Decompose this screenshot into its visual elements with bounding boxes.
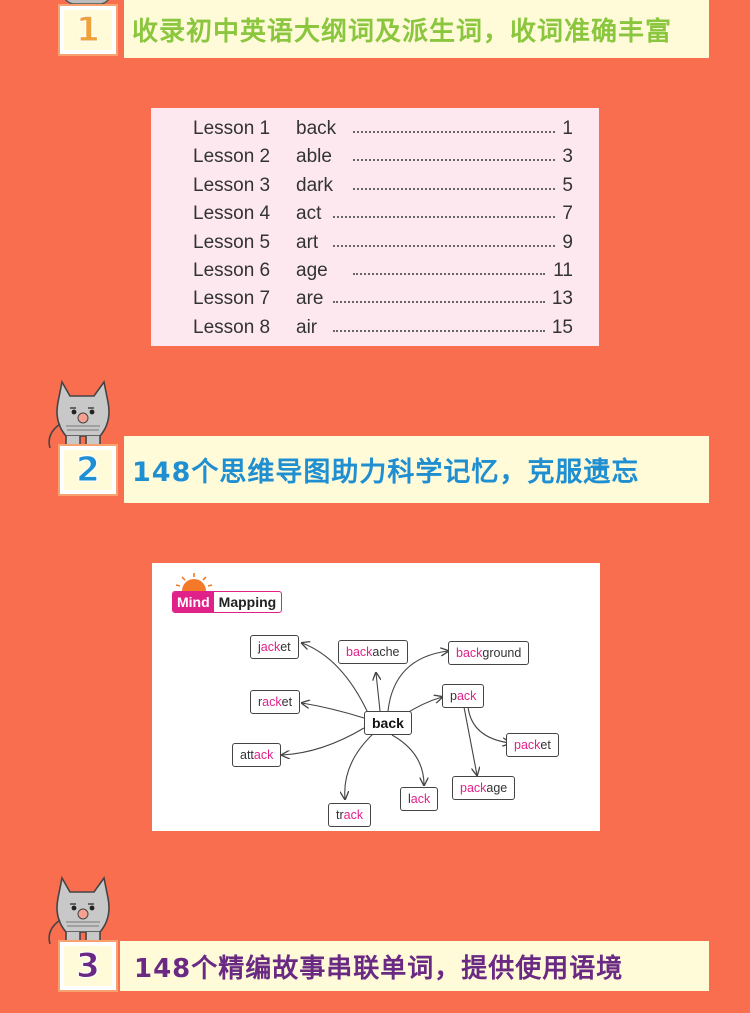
lesson-label: Lesson 4 [193, 203, 271, 225]
lesson-label: Lesson 5 [193, 231, 271, 253]
lesson-label: Lesson 7 [193, 288, 271, 310]
lesson-leader-dots [333, 244, 555, 247]
lesson-label: Lesson 8 [193, 316, 271, 338]
section-number-3-text: 3 [76, 946, 101, 987]
lesson-page-number: 5 [562, 174, 573, 196]
lesson-label: Lesson 1 [193, 118, 271, 139]
lesson-row: Lesson 4 act 7 [193, 203, 573, 231]
lesson-page-number: 3 [562, 146, 573, 168]
mind-map-node-background: background [448, 641, 530, 665]
section-number-3: 3 [60, 942, 116, 990]
lesson-word: air [296, 316, 318, 338]
section-number-1: 1 [60, 6, 116, 54]
lesson-label: Lesson 6 [193, 260, 271, 281]
lesson-row: Lesson 7 are 13 [193, 288, 573, 316]
lesson-word: able [296, 146, 332, 168]
sun-icon [175, 573, 213, 591]
lesson-row: Lesson 8 air 15 [193, 317, 573, 345]
lesson-leader-dots [353, 159, 555, 162]
lesson-row: Lesson 5 art 9 [193, 232, 573, 260]
section-number-2: 2 [60, 446, 116, 494]
lesson-word: are [296, 288, 324, 310]
lesson-word: art [296, 231, 319, 253]
lesson-page-number: 1 [562, 118, 573, 139]
mind-map-node-racket: racket [250, 690, 301, 714]
mind-map-panel: Mind Mapping jacket racket attack track … [152, 563, 600, 831]
mind-map-node-lack: lack [400, 787, 439, 811]
mind-map-node-backache: backache [338, 640, 408, 664]
lesson-row: Lesson 6 age 11 [193, 260, 573, 288]
section-title-3: 148个精编故事串联单词，提供使用语境 [134, 953, 624, 984]
lesson-leader-dots [333, 301, 545, 304]
lesson-label: Lesson 2 [193, 146, 271, 168]
lesson-page-number: 15 [551, 316, 573, 338]
lesson-leader-dots [333, 216, 555, 219]
section-title-bar-2: 148个思维导图助力科学记忆，克服遗忘 [124, 436, 709, 503]
lesson-page-number: 11 [553, 260, 573, 281]
section-title-1: 收录初中英语大纲词及派生词，收词准确丰富 [132, 16, 673, 47]
lesson-row: Lesson 3 dark 5 [193, 175, 573, 203]
lesson-page-number: 13 [551, 288, 573, 310]
lesson-word: age [296, 260, 328, 281]
section-number-1-text: 1 [76, 10, 101, 51]
lesson-page-number: 7 [562, 203, 573, 225]
mind-mapping-logo-part1: Mind [173, 592, 214, 612]
mind-map-node-attack: attack [232, 743, 282, 767]
mind-mapping-logo-part2: Mapping [218, 594, 277, 610]
section-title-bar-3: 148个精编故事串联单词，提供使用语境 [120, 941, 709, 991]
lesson-row: Lesson 1 back 1 [193, 118, 573, 146]
lesson-row: Lesson 2 able 3 [193, 146, 573, 174]
lesson-word: act [296, 203, 322, 225]
lesson-leader-dots [353, 273, 545, 275]
mind-map-center-node: back [364, 711, 412, 735]
mind-map-node-track: track [328, 803, 372, 827]
lesson-word: back [296, 118, 337, 139]
lesson-word: dark [296, 174, 333, 196]
lesson-label: Lesson 3 [193, 174, 271, 196]
mind-mapping-logo: Mind Mapping [172, 591, 283, 613]
mind-map-arrows [152, 563, 600, 831]
lesson-leader-dots [353, 131, 555, 133]
lesson-leader-dots [333, 329, 545, 332]
cat-mascot-3 [48, 875, 110, 949]
section-number-2-text: 2 [76, 450, 101, 491]
mind-map-node-pack: pack [442, 684, 485, 708]
mind-map-node-packet: packet [506, 733, 559, 757]
section-title-bar-1: 收录初中英语大纲词及派生词，收词准确丰富 [124, 0, 709, 58]
mind-map-node-package: package [452, 776, 516, 800]
mind-map-node-jacket: jacket [250, 635, 299, 659]
lesson-leader-dots [353, 187, 555, 190]
lesson-page-number: 9 [562, 231, 573, 253]
section-title-2: 148个思维导图助力科学记忆，克服遗忘 [132, 457, 640, 488]
